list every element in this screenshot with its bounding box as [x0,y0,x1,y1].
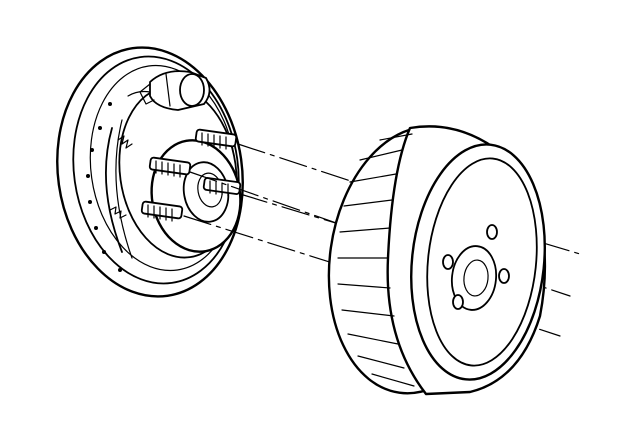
wheel-cylinder [139,70,211,111]
wheel-stud-top [194,128,238,150]
brake-drum [327,125,547,396]
wheel-studs [140,128,242,222]
wheel-stud-bottom [140,200,184,222]
shoe-rivets [86,102,122,272]
drum-stud-holes [442,224,510,310]
wheel-stud-left [148,156,192,178]
drum-fins [337,133,415,387]
wheel-stud-right [202,177,242,197]
